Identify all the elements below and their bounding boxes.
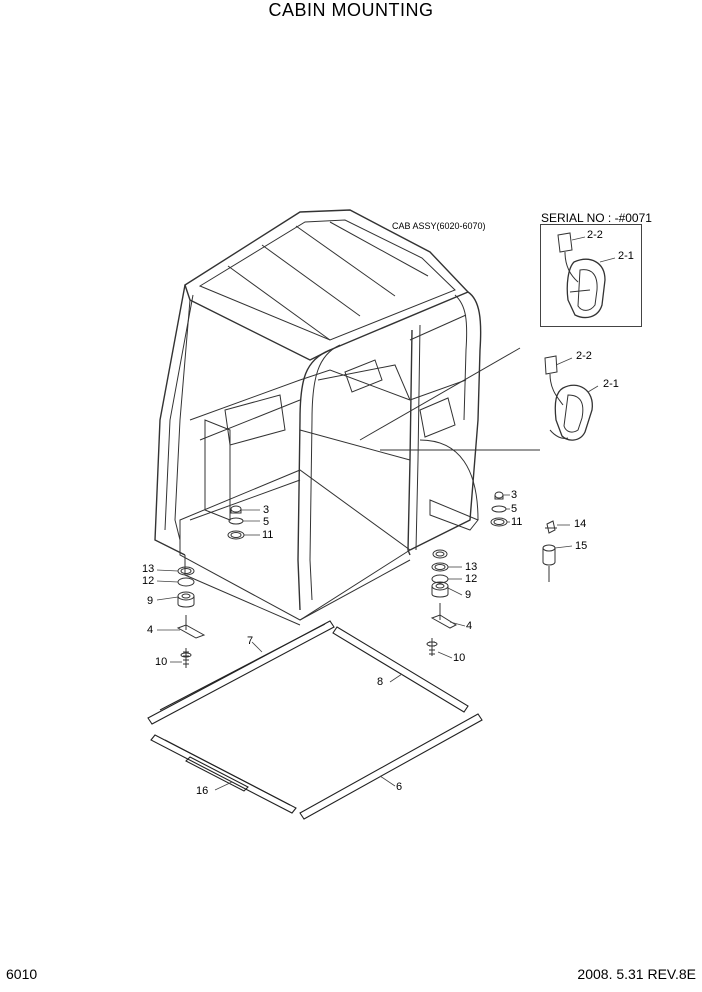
callout-11-right: 11 [511, 516, 523, 528]
callout-4-left: 4 [147, 624, 154, 636]
cab-assembly [154, 209, 540, 626]
revision-date: 2008. 5.31 REV.8E [577, 966, 696, 982]
callout-3-right: 3 [511, 489, 518, 501]
callout-11-left: 11 [262, 529, 274, 541]
cab-assembly-label: CAB ASSY(6020-6070) [392, 221, 486, 231]
leader-lines [156, 236, 616, 791]
page-number: 6010 [6, 966, 38, 982]
callout-14: 14 [574, 518, 587, 530]
callout-10-left: 10 [155, 656, 168, 668]
left-mount-hardware [176, 505, 245, 668]
callout-4-right: 4 [466, 620, 473, 632]
callout-2-2: 2-2 [576, 350, 592, 362]
callout-2-2-inset: 2-2 [587, 229, 603, 241]
callout-8: 8 [377, 676, 384, 688]
callout-3-left: 3 [263, 504, 270, 516]
callout-9-left: 9 [147, 595, 154, 607]
callout-7: 7 [247, 635, 254, 647]
callout-5-right: 5 [511, 503, 518, 515]
floor-strips [147, 620, 483, 820]
callout-9-right: 9 [465, 589, 472, 601]
callout-13-right: 13 [465, 561, 478, 573]
callout-12-left: 12 [142, 575, 155, 587]
mirror-lamp [544, 355, 593, 441]
callout-2-1: 2-1 [603, 378, 619, 390]
serial-number-label: SERIAL NO : -#0071 [541, 211, 652, 225]
right-mount-hardware [426, 491, 557, 656]
callout-2-1-inset: 2-1 [618, 250, 634, 262]
callout-12-right: 12 [465, 573, 478, 585]
callout-10-right: 10 [453, 652, 466, 664]
page-title: CABIN MOUNTING [268, 0, 434, 20]
serial-inset-box [540, 224, 642, 327]
callout-13-left: 13 [142, 563, 155, 575]
callout-5-left: 5 [263, 516, 270, 528]
inset-mirror-lamp [557, 232, 606, 319]
callout-15: 15 [575, 540, 588, 552]
callout-16: 16 [196, 785, 209, 797]
callout-6: 6 [396, 781, 403, 793]
